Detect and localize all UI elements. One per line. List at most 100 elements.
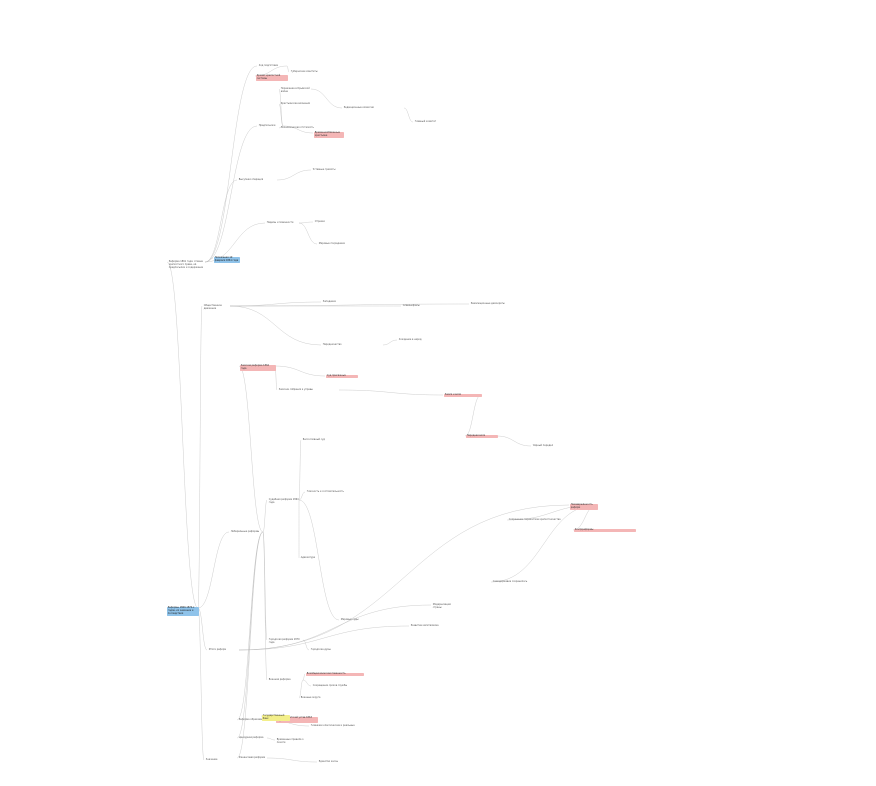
node-f8[interactable]: Чёрный передел — [532, 443, 554, 447]
node-e5[interactable]: Мировые суды — [340, 617, 359, 621]
node-c5[interactable]: Временнообязанные крестьяне — [314, 131, 344, 139]
node-c10[interactable]: Редакционные комиссии — [343, 105, 374, 109]
edge-a1-b5 — [204, 65, 258, 263]
node-a4[interactable]: Итоги реформ — [208, 647, 227, 651]
edge-b3-c7 — [298, 221, 314, 224]
node-d2[interactable]: Судебная реформа 1864 года — [268, 497, 299, 504]
node-f7[interactable]: Народная воля — [466, 434, 498, 439]
node-a1[interactable]: Реформа 1861 года: отмена крепостного пр… — [168, 259, 204, 269]
edge-a2-f4 — [229, 305, 322, 346]
node-e7[interactable]: Сокращение сроков службы — [312, 683, 348, 687]
edge-b4-c6 — [276, 169, 312, 181]
edge-g3-g6 — [490, 504, 598, 583]
node-f6[interactable]: Земля и воля — [444, 393, 482, 398]
node-f5[interactable]: Хождение в народ — [398, 337, 422, 341]
edge-f4-f5 — [382, 339, 398, 346]
node-g3[interactable]: Незавершённость реформ — [570, 503, 598, 511]
node-a3[interactable]: Либеральные реформы — [230, 529, 260, 533]
node-g6[interactable]: Самодержавие сохранилось — [492, 579, 528, 583]
edge-b5-c9 — [286, 65, 290, 73]
node-d1[interactable]: Земская реформа 1864 года — [240, 364, 276, 372]
edge-d3-e10 — [302, 639, 310, 651]
node-e2[interactable]: Гласность и состязательность — [306, 489, 344, 493]
edge-a3-d6 — [236, 531, 264, 739]
node-d4[interactable]: Военная реформа — [268, 677, 291, 681]
node-c9[interactable]: Губернские комитеты — [290, 69, 318, 73]
node-b3[interactable]: Наделы и повинности — [266, 220, 294, 224]
edge-a3-d7 — [236, 531, 264, 759]
node-e9[interactable]: Земские собрания и управы — [278, 387, 313, 391]
node-c7[interactable]: Отрезки — [314, 219, 325, 223]
node-c2[interactable]: Поражение в Крымской войне — [280, 86, 310, 93]
edge-c2-c10 — [310, 88, 343, 109]
edge-d1-e3 — [274, 365, 326, 377]
edge-a1-b3 — [204, 222, 266, 263]
node-f4[interactable]: Народничество — [322, 342, 342, 346]
edge-a3-d1 — [238, 365, 264, 533]
node-g4[interactable]: Сохранение пережитков крепостничества — [508, 517, 561, 521]
node-c6[interactable]: Уставные грамоты — [312, 167, 336, 171]
edge-root-a1 — [166, 261, 199, 609]
edge-b1-c4 — [278, 125, 284, 129]
node-e14[interactable]: Государственный банк — [262, 714, 290, 722]
node-c8[interactable]: Мировые посредники — [318, 241, 345, 245]
node-b4[interactable]: Выкупная операция — [238, 177, 264, 181]
edge-e9-f6 — [338, 389, 444, 396]
edge-d2-e1 — [298, 439, 302, 501]
node-e1[interactable]: Бессословный суд — [302, 437, 325, 441]
edge-d4-e7 — [302, 679, 312, 687]
edge-b1-c2 — [278, 88, 284, 127]
edge-a3-d4 — [262, 531, 268, 681]
node-d6[interactable]: Цензурная реформа — [238, 735, 264, 739]
edge-a1-b4 — [204, 179, 238, 263]
edge-a3-d3 — [262, 531, 268, 641]
node-c1[interactable]: Кризис крепостной системы — [256, 74, 288, 82]
edge-a3-d5 — [236, 531, 264, 721]
edge-root-a3 — [197, 531, 230, 609]
edge-d4-e8 — [298, 679, 304, 699]
node-a2[interactable]: Общественное движение — [203, 303, 222, 310]
node-e13[interactable]: Временные правила о печати — [276, 737, 304, 744]
edge-b1-c3 — [278, 103, 284, 127]
node-g2[interactable]: Модернизация страны — [432, 602, 451, 609]
node-e15[interactable]: Единство кассы — [318, 759, 339, 763]
node-a5[interactable]: Значение — [205, 757, 218, 761]
node-f2[interactable]: Славянофилы — [402, 303, 420, 307]
edge-d6-e13 — [266, 737, 276, 741]
node-f3[interactable]: Революционные демократы — [470, 301, 505, 305]
node-d7[interactable]: Финансовая реформа — [238, 755, 266, 759]
node-e4[interactable]: Адвокатура — [300, 555, 316, 559]
edge-a1-b1 — [204, 125, 258, 263]
edge-a4-g3 — [238, 504, 570, 651]
node-f1[interactable]: Западники — [322, 299, 337, 303]
node-g1[interactable]: Развитие капитализма — [410, 623, 439, 627]
edge-d4-e6 — [302, 673, 306, 681]
node-e8[interactable]: Военные округа — [300, 695, 321, 699]
node-c11[interactable]: Главный комитет — [414, 119, 437, 123]
edge-d2-e2 — [298, 491, 306, 501]
edge-root-a5 — [197, 607, 205, 761]
edge-a3-d2 — [262, 499, 268, 533]
edge-a2-f3 — [229, 303, 470, 307]
edge-root-a2 — [197, 305, 203, 609]
node-b1[interactable]: Предпосылки — [258, 123, 276, 127]
node-c4[interactable]: Экономическая отсталость — [280, 125, 314, 129]
node-b2[interactable]: Положения 19 февраля 1861 года — [214, 255, 240, 264]
edge-b3-c8 — [298, 222, 318, 245]
edge-b1-c5 — [282, 125, 314, 134]
node-d5[interactable]: Реформа образования — [238, 717, 266, 721]
edge-d7-e15 — [266, 757, 318, 763]
node-e10[interactable]: Городские думы — [310, 647, 331, 651]
node-e12[interactable]: Гимназии классические и реальные — [310, 723, 355, 727]
node-c3[interactable]: Крестьянские волнения — [280, 101, 310, 105]
node-root[interactable]: Реформы 1860-1870-х годов, их значение и… — [167, 606, 199, 616]
edge-root-a4 — [197, 607, 208, 651]
node-e6[interactable]: Всеобщая воинская повинность — [306, 672, 364, 677]
node-g5[interactable]: Контрреформы — [574, 528, 636, 533]
edge-f7-f8 — [496, 435, 532, 447]
node-b5[interactable]: Ход подготовки — [258, 63, 279, 67]
node-d3[interactable]: Городская реформа 1870 года — [268, 637, 300, 644]
node-e3[interactable]: Суд присяжных — [326, 374, 358, 379]
